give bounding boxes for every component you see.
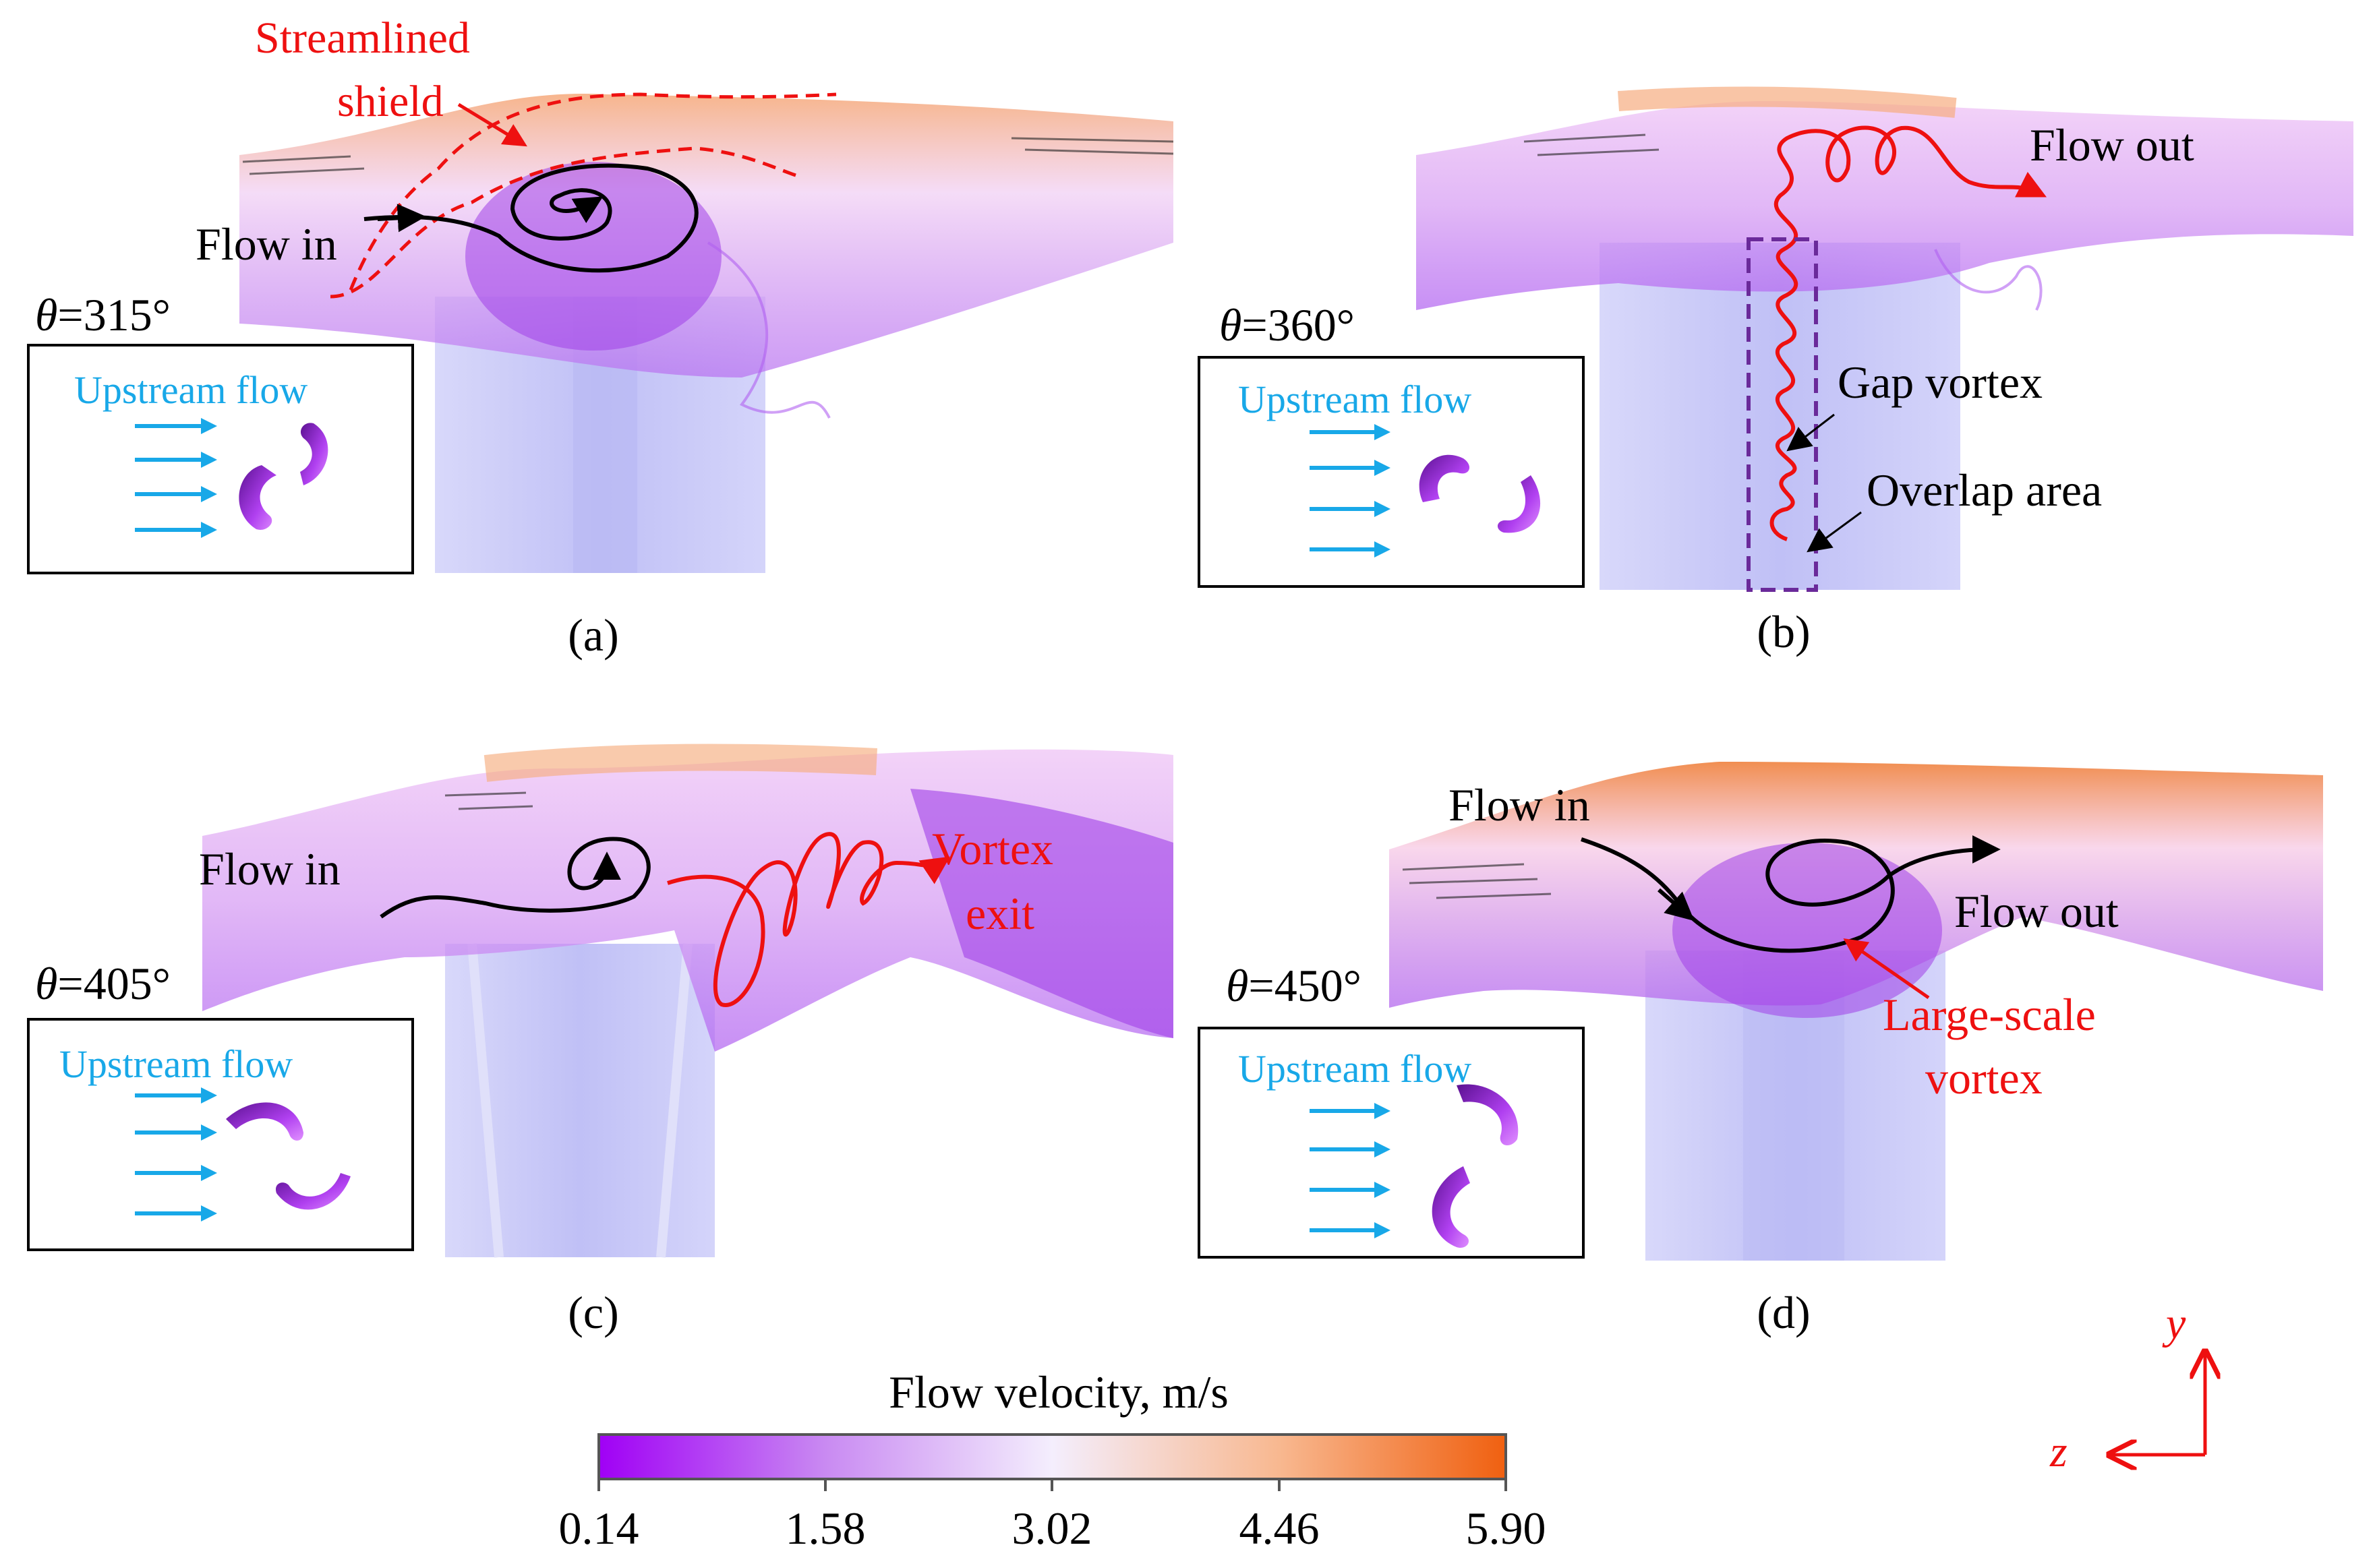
annotation-streamlined: Streamlined — [255, 13, 470, 63]
rotor-icon-c — [226, 1102, 351, 1210]
annotation-vortex: Vortex — [932, 823, 1053, 874]
annotation-flow-in-a: Flow in — [196, 218, 337, 270]
vortex-exit-curve — [667, 832, 950, 1007]
shield-arrow — [457, 102, 527, 147]
annotation-vortex-d: vortex — [1925, 1052, 2043, 1104]
z-axis-label: z — [2049, 1427, 2068, 1476]
y-axis-label: y — [2162, 1299, 2186, 1348]
annotation-gap-vortex: Gap vortex — [1838, 357, 2043, 408]
colorbar-ticks — [597, 1479, 1507, 1491]
annotation-flow-in-d: Flow in — [1448, 779, 1590, 831]
rotor-icon-d — [1432, 1084, 1519, 1248]
colorbar-tick-4: 5.90 — [1466, 1503, 1546, 1554]
theta-label-d: θ=450° — [1226, 960, 1361, 1011]
theta-label-a: θ=315° — [35, 289, 171, 340]
inset-box-d — [1198, 1027, 1585, 1259]
annotation-flow-in-c: Flow in — [199, 843, 341, 895]
colorbar-tick-3: 4.46 — [1239, 1503, 1320, 1554]
panel-d: Flow in Flow out Large-scale vortex θ=45… — [1198, 762, 2323, 1338]
streamline-band-b — [1416, 101, 2353, 310]
rotor-vortex-a — [465, 162, 722, 351]
inset-label-d: Upstream flow — [1238, 1047, 1471, 1091]
caption-b: (b) — [1757, 606, 1810, 657]
axis-triad: y z — [2049, 1299, 2205, 1476]
panel-c: Flow in Vortex exit θ=405° Upstream flow… — [27, 744, 1173, 1338]
gap-vortex-pointer — [1786, 413, 1835, 452]
theta-label-b: θ=360° — [1219, 299, 1355, 351]
caption-a: (a) — [568, 609, 618, 661]
streamlined-shield-outline — [330, 146, 796, 299]
overlap-area-box — [1747, 237, 1818, 592]
theta-label-c: θ=405° — [35, 958, 171, 1009]
large-vortex-pointer — [1843, 938, 1930, 1000]
panel-b: Flow out Gap vortex Overlap area θ=360° … — [1198, 86, 2353, 657]
caption-d: (d) — [1757, 1287, 1810, 1338]
colorbar-tick-1: 1.58 — [786, 1503, 866, 1554]
annotation-overlap-area: Overlap area — [1867, 464, 2102, 516]
inset-label-b: Upstream flow — [1238, 378, 1471, 421]
annotation-flow-out-d: Flow out — [1954, 886, 2119, 937]
annotation-large-scale: Large-scale — [1883, 989, 2096, 1040]
colorbar: Flow velocity, m/s 0.14 1.58 3.02 4.46 5… — [559, 1366, 1546, 1554]
caption-c: (c) — [568, 1287, 618, 1338]
overlap-pointer — [1807, 511, 1862, 553]
flow-in-spiral-a — [363, 163, 699, 273]
colorbar-gradient — [597, 1433, 1507, 1480]
inset-box-a — [27, 344, 414, 574]
colorbar-tick-2: 3.02 — [1012, 1503, 1092, 1554]
inset-label-a: Upstream flow — [74, 368, 307, 412]
rotor-icon-a — [239, 423, 328, 530]
flow-in-curve-c — [380, 837, 651, 919]
colorbar-tick-0: 0.14 — [559, 1503, 639, 1554]
panel-a: Streamlined shield Flow in θ=315° Upstre… — [27, 13, 1174, 661]
inset-label-c: Upstream flow — [59, 1042, 293, 1086]
gap-vortex-helix — [1769, 125, 2047, 541]
colorbar-title: Flow velocity, m/s — [889, 1366, 1229, 1418]
rotor-icon-b — [1419, 454, 1541, 533]
annotation-flow-out-b: Flow out — [2030, 119, 2194, 171]
inset-box-c — [27, 1018, 414, 1251]
annotation-shield: shield — [337, 77, 444, 126]
annotation-exit: exit — [966, 888, 1034, 939]
inset-box-b — [1198, 356, 1585, 588]
